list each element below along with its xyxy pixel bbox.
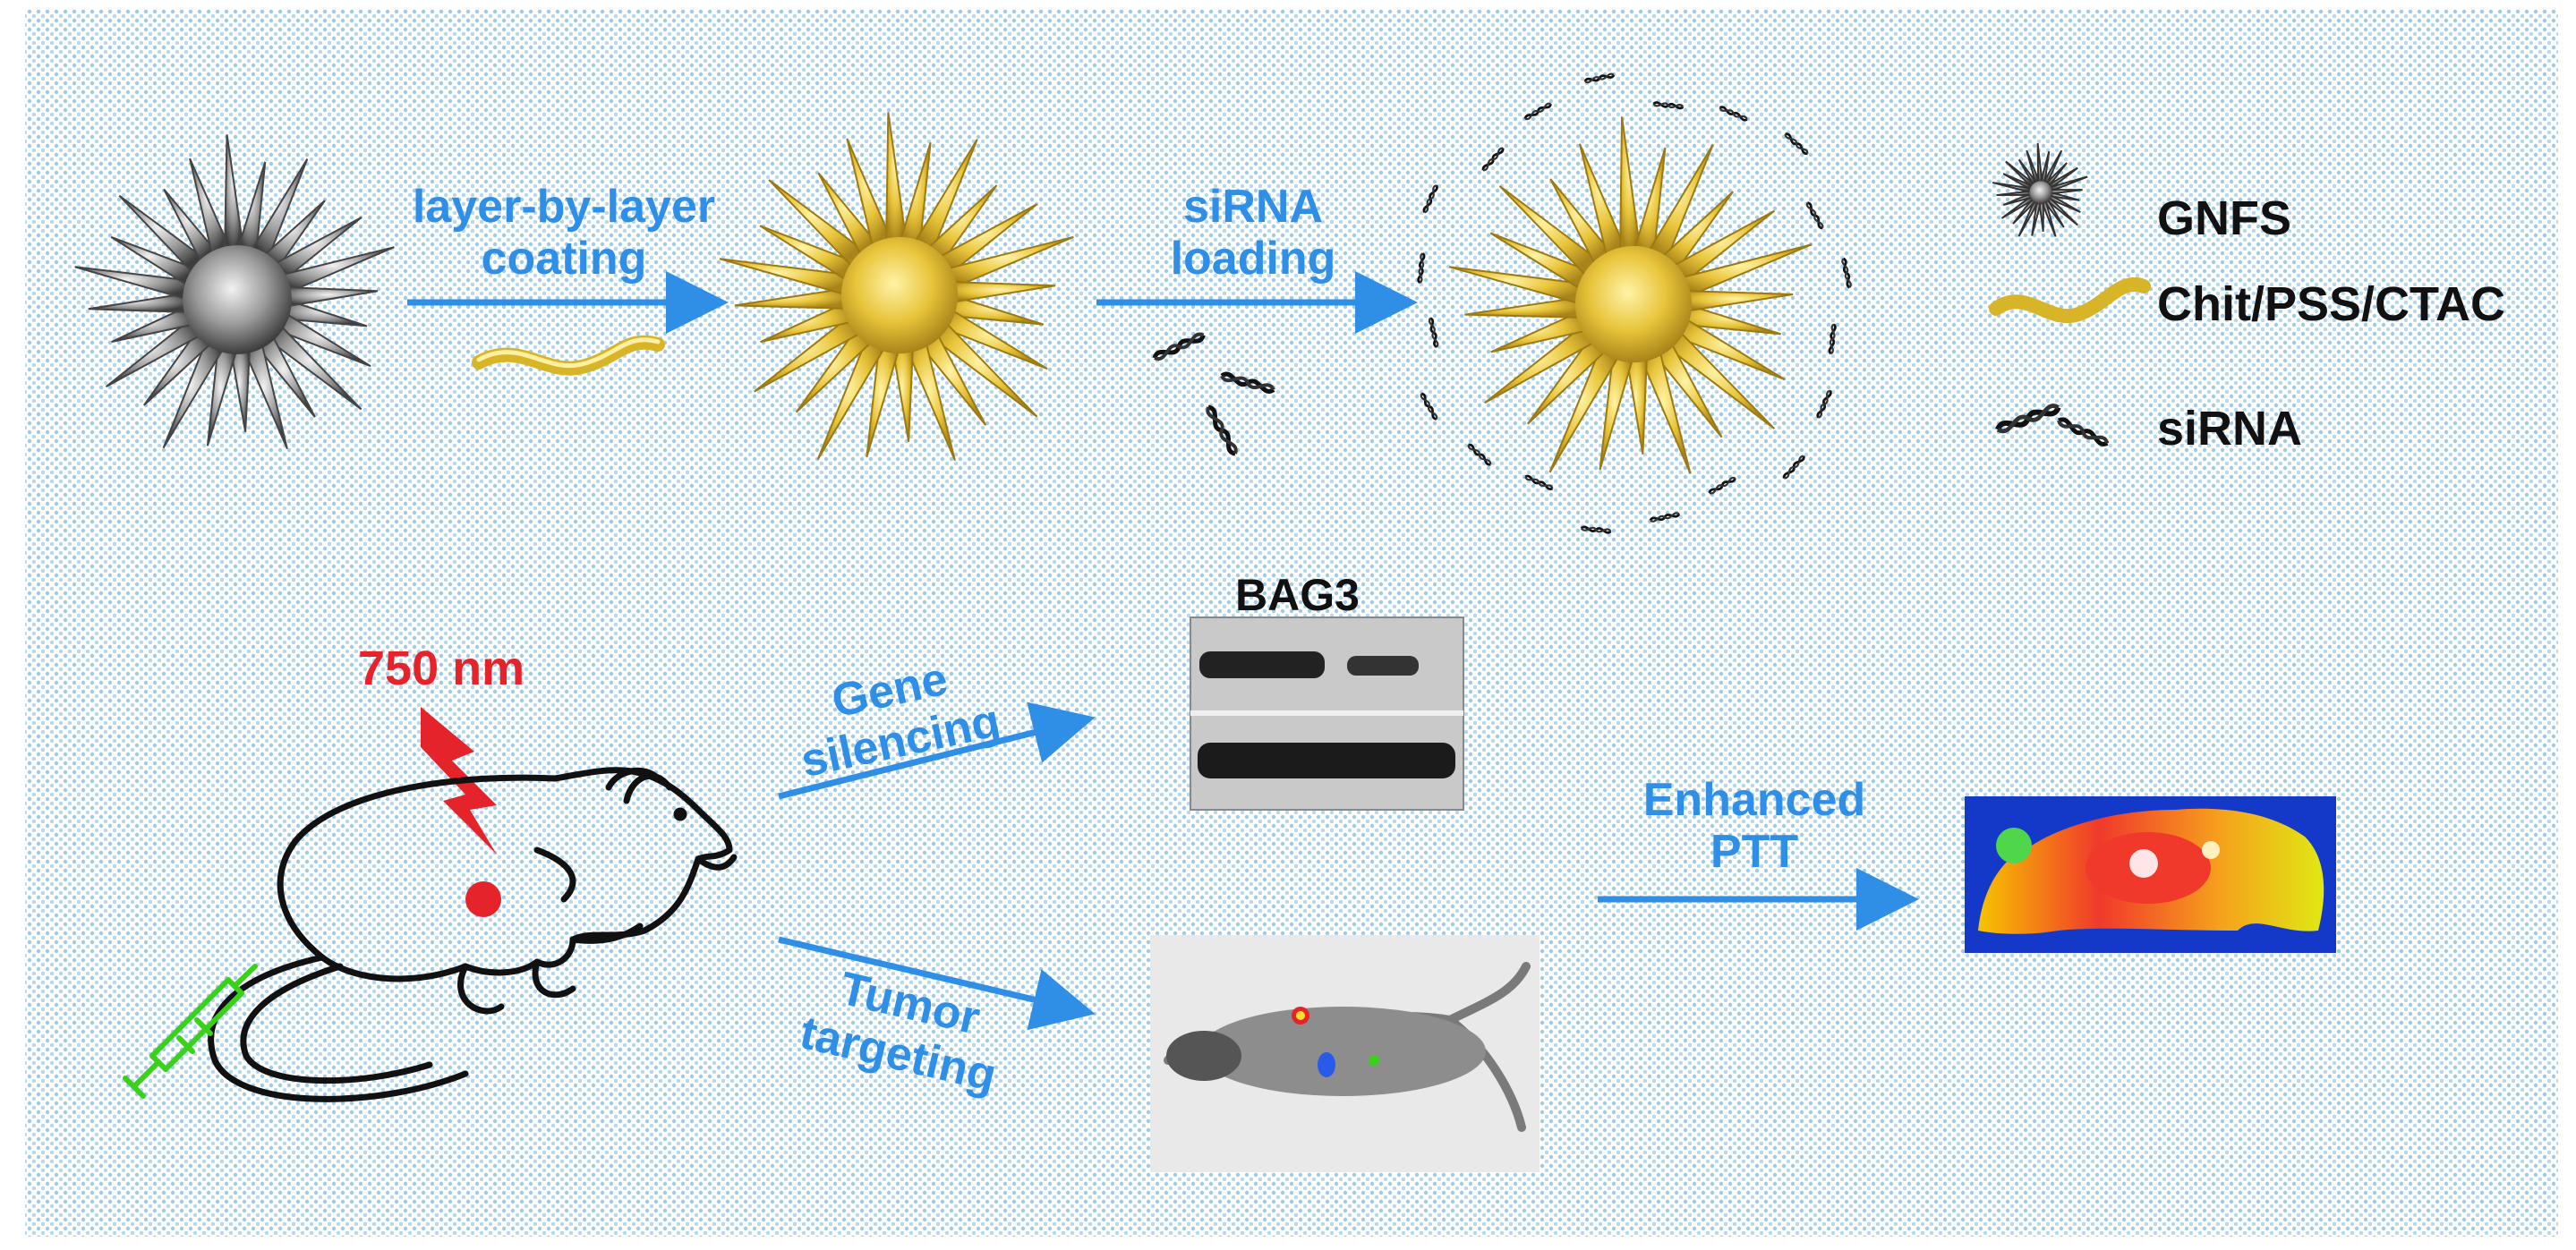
sirna-helix [1481,147,1505,172]
sirna-helix [1524,474,1554,490]
polymer-strand [472,335,665,376]
western-blot-image [1190,616,1464,811]
enhanced-ptt-line2: PTT [1710,826,1799,878]
sirna-helix [1652,101,1685,110]
fluorescence-image [1150,935,1540,1172]
gray-star-core [183,245,292,354]
sirna-helix [1784,132,1809,156]
western-blot-title: BAG3 [1235,570,1360,620]
loading-label: siRNA loading [1101,183,1405,282]
sirna-helix [1816,389,1832,419]
gene-silencing-arrow [778,702,1096,800]
tumor-dot [465,881,501,917]
sirna-helix [1580,525,1612,534]
legend-gnfs-icon [1992,142,2088,237]
sirna-helix [1467,443,1492,466]
legend-polymer-label: Chit/PSS/CTAC [2157,277,2505,331]
sirna-helix [1206,404,1238,456]
sirna-helix [1420,392,1438,421]
sirna-helix [1583,72,1616,84]
enhanced-ptt-label: Enhanced PTT [1611,777,1898,875]
legend-polymer-icon [1989,277,2151,324]
sirna-helix [1417,252,1426,285]
sirna-loaded-nanoflower [1417,72,1852,534]
tumor-targeting-arrow [778,936,1096,1031]
sirna-helix [1523,102,1552,121]
blot-band-silenced [1347,656,1419,676]
enhanced-ptt-line1: Enhanced [1642,774,1866,826]
blot-band-loading-control [1198,743,1455,778]
sirna-helix [1708,476,1736,495]
thermal-image [1965,796,2336,953]
legend-star-core [2029,181,2052,204]
free-sirna [1152,332,1275,456]
sirna-helix [1428,317,1439,349]
coating-label-line2: coating [481,233,647,285]
loading-label-line2: loading [1170,233,1336,285]
gold-nanoflower-gray [74,134,395,450]
loaded-star-core [1574,245,1693,363]
laser-wavelength-label: 750 nm [358,642,525,695]
sirna-helix [1152,332,1206,361]
sirna-helix [1782,455,1805,480]
sirna-helix [1828,323,1837,355]
sirna-helix [1841,257,1852,289]
mouse-outline [208,767,738,1102]
polymer-strand-highlight [476,337,661,369]
blot-band-control [1199,651,1325,678]
sirna-helix [1805,201,1824,230]
coated-nanoflower [719,112,1074,462]
sirna-helix [2057,417,2110,446]
coating-label-line1: layer-by-layer [412,181,716,233]
gold-star-core [840,236,959,354]
legend-sirna-label: siRNA [2157,402,2303,455]
loading-label-line1: siRNA [1182,181,1324,233]
sirna-helix [1422,184,1438,214]
coating-label: layer-by-layer coating [403,183,725,282]
legend-sirna-icon [1995,404,2110,446]
sirna-helix [1995,404,2061,434]
syringe-icon [123,964,258,1099]
sirna-helix [1649,512,1681,523]
sirna-helix [1719,106,1748,122]
legend-gnfs-label: GNFS [2157,191,2292,245]
sirna-helix [1220,371,1275,394]
